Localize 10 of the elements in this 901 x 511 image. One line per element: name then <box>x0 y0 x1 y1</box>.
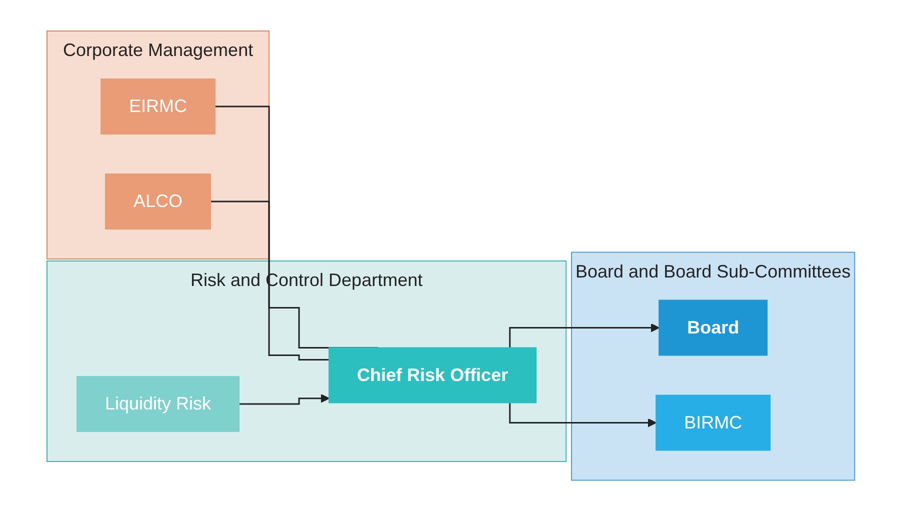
node-box: BIRMC <box>655 394 770 451</box>
node-box: Board <box>658 300 768 356</box>
arrow <box>508 402 656 428</box>
node-box: ALCO <box>104 173 211 230</box>
node-box: Liquidity Risk <box>76 376 240 432</box>
node-box: Chief Risk Officer <box>328 347 536 404</box>
arrow <box>238 394 330 405</box>
node-box: EIRMC <box>100 78 216 134</box>
connector <box>209 200 329 360</box>
arrow <box>508 323 660 348</box>
